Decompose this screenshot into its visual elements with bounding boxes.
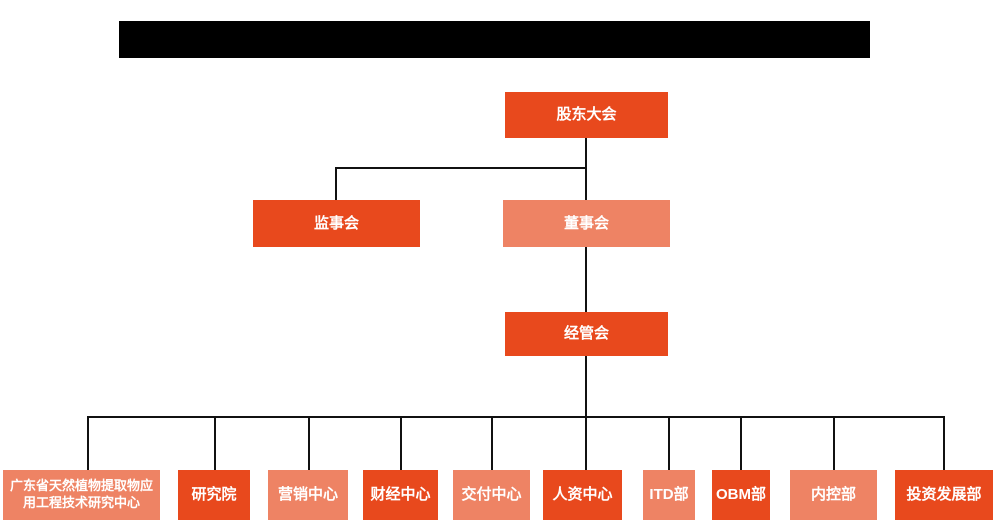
redacted-title-bar [119,21,870,58]
org-node-dept-research-institute: 研究院 [178,470,250,520]
connector-drop-dept-5 [491,416,493,470]
connector-drop-dept-8 [740,416,742,470]
org-node-dept-marketing-center: 营销中心 [268,470,348,520]
connector-split-horizontal [335,167,587,169]
org-node-shareholders-meeting: 股东大会 [505,92,668,138]
org-node-board-of-directors: 董事会 [503,200,670,247]
connector-supervisory-drop [335,167,337,200]
connector-shareholders-down [585,138,587,200]
org-node-supervisory-board: 监事会 [253,200,420,247]
connector-drop-dept-2 [214,416,216,470]
connector-management-down [585,356,587,470]
connector-distribution-horizontal [87,416,945,418]
connector-drop-dept-9 [833,416,835,470]
connector-board-management [585,247,587,313]
connector-drop-dept-3 [308,416,310,470]
org-node-management-committee: 经管会 [505,312,668,356]
org-node-dept-finance-center: 财经中心 [363,470,438,520]
org-node-dept-internal-control: 内控部 [790,470,877,520]
org-node-dept-gd-research-center: 广东省天然植物提取物应用工程技术研究中心 [3,470,160,520]
connector-drop-dept-4 [400,416,402,470]
connector-drop-dept-7 [668,416,670,470]
connector-drop-dept-1 [87,416,89,470]
org-node-dept-hr-center: 人资中心 [543,470,622,520]
org-node-dept-delivery-center: 交付中心 [453,470,530,520]
org-node-dept-itd: ITD部 [643,470,695,520]
connector-drop-dept-10 [943,416,945,470]
org-node-dept-investment-development: 投资发展部 [895,470,993,520]
org-node-dept-obm: OBM部 [712,470,770,520]
